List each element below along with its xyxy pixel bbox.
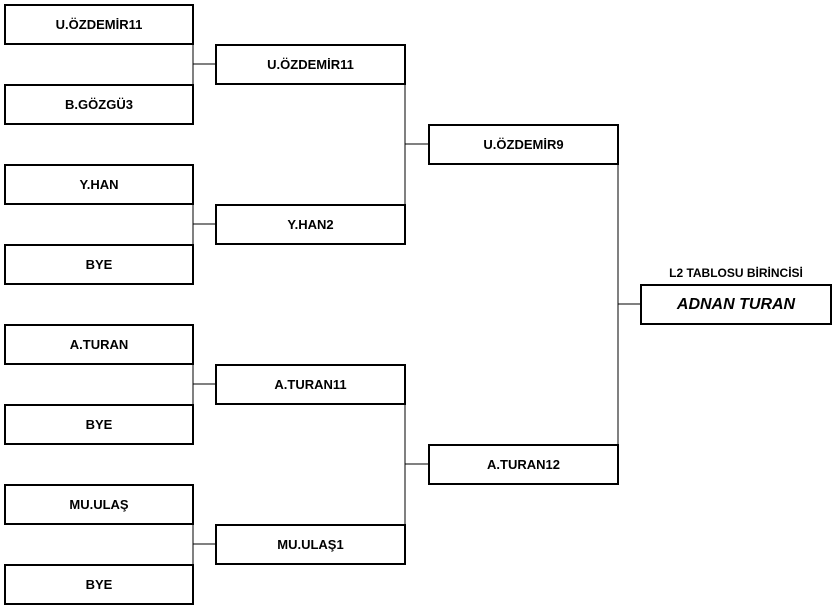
player-score: 11 <box>332 377 347 392</box>
round3-slot-1: U.ÖZDEMİR 9 <box>428 124 619 165</box>
player-name: BYE <box>85 257 113 272</box>
player-name: Y.HAN <box>287 217 327 232</box>
connector-final <box>617 144 641 464</box>
round2-slot-4: MU.ULAŞ 1 <box>215 524 406 565</box>
player-score: 11 <box>128 17 143 32</box>
player-name: U.ÖZDEMİR <box>267 57 341 72</box>
connector-r1-pair2 <box>192 204 216 244</box>
connector-r1-pair1 <box>192 44 216 84</box>
connector-r2-pair2 <box>404 404 429 524</box>
round1-slot-7: MU.ULAŞ <box>4 484 194 525</box>
champion-label: L2 TABLOSU BİRİNCİSİ <box>669 266 803 280</box>
player-name: A.TURAN <box>69 337 129 352</box>
player-name: A.TURAN <box>274 377 333 392</box>
player-name: B.GÖZGÜ <box>65 97 126 112</box>
player-name: Y.HAN <box>79 177 119 192</box>
player-name: U.ÖZDEMİR <box>55 17 129 32</box>
player-score: 1 <box>336 537 344 552</box>
champion-box: ADNAN TURAN <box>640 284 832 325</box>
round1-slot-3: Y.HAN <box>4 164 194 205</box>
round1-slot-6: BYE <box>4 404 194 445</box>
player-score: 9 <box>556 137 564 152</box>
player-score: 2 <box>326 217 334 232</box>
player-score: 3 <box>125 97 133 112</box>
round2-slot-1: U.ÖZDEMİR 11 <box>215 44 406 85</box>
round1-slot-4: BYE <box>4 244 194 285</box>
round1-slot-1: U.ÖZDEMİR 11 <box>4 4 194 45</box>
player-name: BYE <box>85 577 113 592</box>
round1-slot-2: B.GÖZGÜ 3 <box>4 84 194 125</box>
player-name: U.ÖZDEMİR <box>483 137 557 152</box>
player-name: MU.ULAŞ <box>69 497 129 512</box>
player-score: 12 <box>545 457 560 472</box>
round2-slot-2: Y.HAN 2 <box>215 204 406 245</box>
round3-slot-2: A.TURAN 12 <box>428 444 619 485</box>
player-name: BYE <box>85 417 113 432</box>
round1-slot-8: BYE <box>4 564 194 605</box>
player-name: MU.ULAŞ <box>277 537 337 552</box>
connector-r1-pair3 <box>192 364 216 404</box>
connector-r2-pair1 <box>404 84 429 204</box>
player-name: A.TURAN <box>487 457 546 472</box>
round2-slot-3: A.TURAN 11 <box>215 364 406 405</box>
round1-slot-5: A.TURAN <box>4 324 194 365</box>
player-score: 11 <box>340 57 354 72</box>
champion-name: ADNAN TURAN <box>676 295 796 313</box>
connector-r1-pair4 <box>192 524 216 564</box>
